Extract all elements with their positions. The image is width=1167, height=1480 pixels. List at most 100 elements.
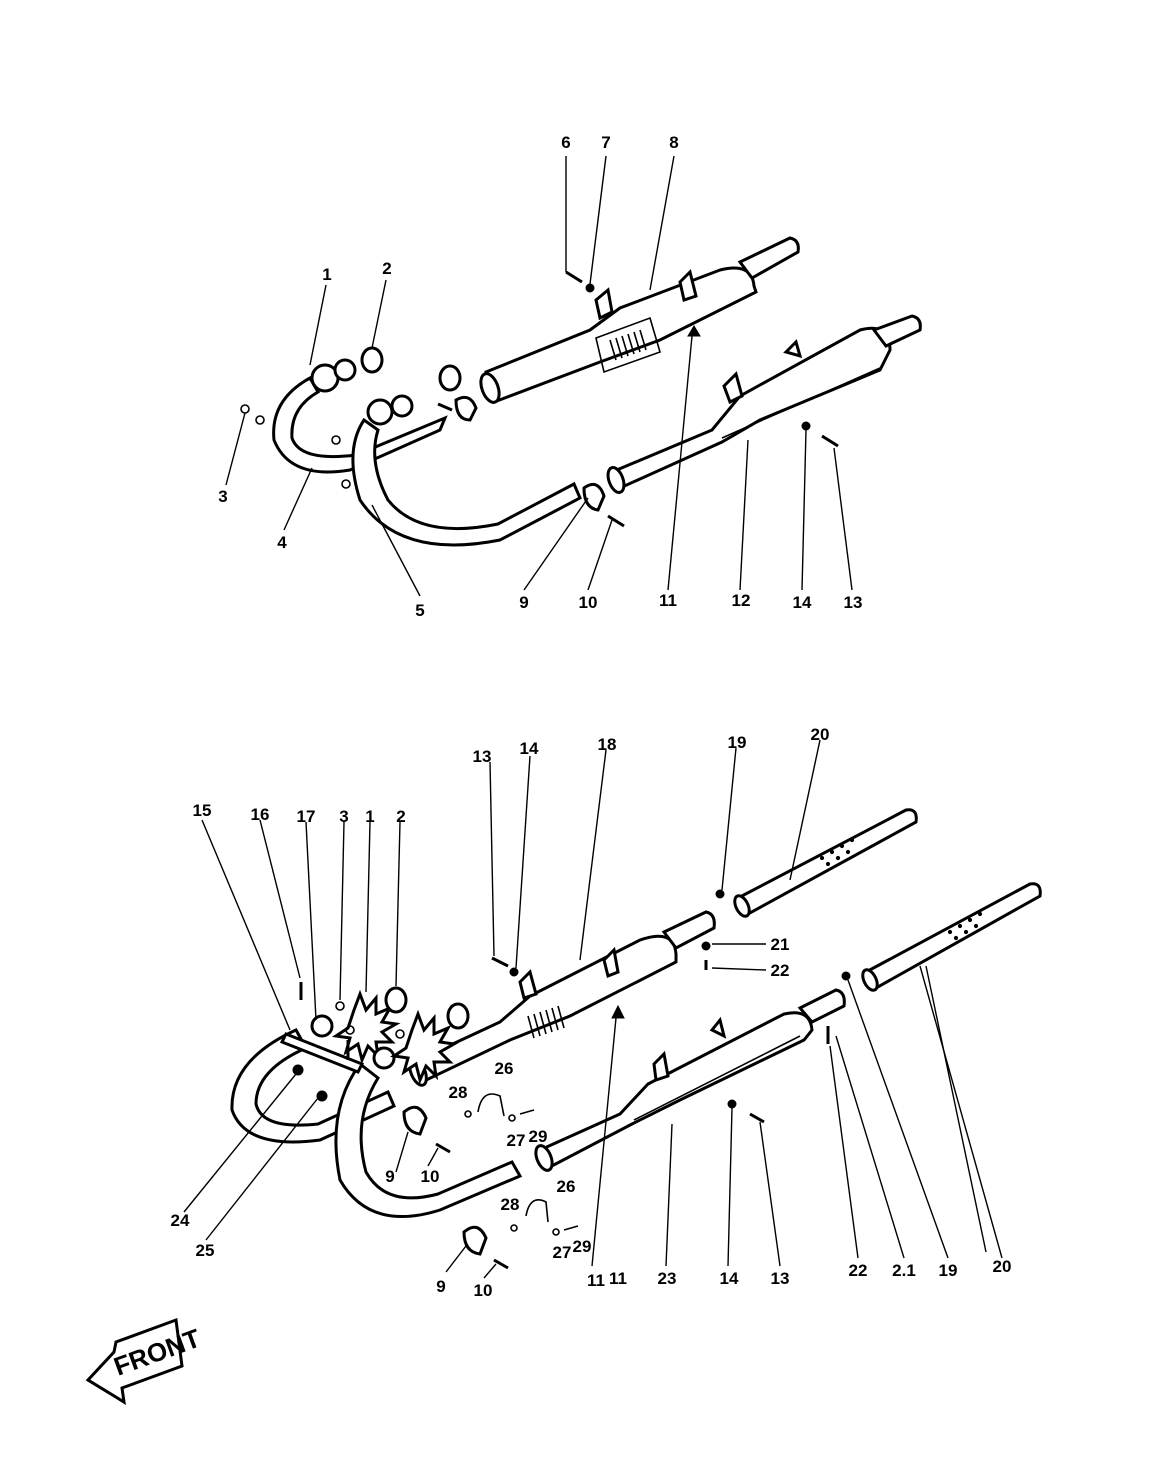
callout-14-lower-a: 14 [520,739,539,758]
callout-23: 23 [658,1269,677,1288]
callout-18: 18 [598,735,617,754]
callout-9-lower-b: 9 [436,1277,445,1296]
callout-13-lower-b: 13 [771,1269,790,1288]
pipe-flange-1 [310,358,357,393]
callout-11-lower-a: 11 [587,1271,605,1290]
callout-21: 21 [771,935,790,954]
washer-14-upper [801,421,811,431]
callout-25: 25 [196,1241,215,1260]
callout-11: 11 [659,591,677,610]
callout-8: 8 [669,133,678,152]
callout-29-b: 29 [573,1237,592,1256]
callout-20-lower: 20 [993,1257,1012,1276]
callout-5: 5 [415,601,424,620]
gasket-lower-b [446,1002,470,1030]
callout-10-lower-a: 10 [421,1167,440,1186]
callout-10: 10 [579,593,598,612]
lower-leader-lines [183,739,1003,1279]
muffler-heat-fins [609,329,647,361]
clamp-9-upper-b [582,482,606,512]
strap-26-a [477,1093,505,1117]
head-pipe-5 [351,417,582,547]
muffler-lower-rear [408,910,716,1087]
nut-19-lower [841,971,851,981]
callout-4: 4 [277,533,287,552]
callout-15: 15 [193,801,212,820]
bolt-10-lower-a [435,1142,451,1154]
washer-7 [585,283,595,293]
callout-28-b: 28 [501,1195,520,1214]
bolt-13-upper [821,434,839,448]
washer-14-lower-b [727,1099,737,1109]
callout-29-a: 29 [529,1127,548,1146]
cross-bracket [279,1032,365,1074]
callout-10-lower-b: 10 [474,1281,493,1300]
callout-11-lower-b: 11 [609,1269,627,1288]
muffler-upper-rear [479,236,800,404]
bolt-10-lower-b [493,1258,509,1270]
muffler-lower-front [534,988,846,1172]
tail-pipe-20-lower [861,882,1042,992]
clamp-9-upper-a [454,395,478,422]
strap-26-b [525,1199,549,1223]
callout-14-lower-b: 14 [720,1269,739,1288]
head-pipe-lower-b [334,1061,523,1218]
callout-26-a: 26 [495,1059,514,1078]
clamp-9-lower-b [462,1225,488,1256]
callout-20-upper: 20 [811,725,830,744]
gasket-lower-a [384,986,408,1014]
callout-7: 7 [601,133,610,152]
bolt-10-upper [607,514,625,528]
callout-22-upper: 22 [771,961,790,980]
callout-2: 2 [382,259,391,278]
washer-21 [701,941,711,951]
nut-3 [240,404,250,414]
upper-callouts: 1 2 3 4 5 6 7 8 9 10 11 12 13 14 [218,133,862,620]
callout-2-1: 2.1 [892,1261,916,1280]
muffler-lower-heat-fins [527,1005,565,1039]
upper-leader-lines [225,155,853,597]
callout-24: 24 [171,1211,190,1230]
callout-1: 1 [322,265,331,284]
callout-3-lower: 3 [339,807,348,826]
callout-3: 3 [218,487,227,506]
callout-19-upper: 19 [728,733,747,752]
callout-6: 6 [561,133,570,152]
callout-17: 17 [297,807,316,826]
callout-28-a: 28 [449,1083,468,1102]
nut-24 [292,1064,304,1076]
callout-16: 16 [251,805,270,824]
callout-9: 9 [519,593,528,612]
finned-flange-b [372,1009,459,1085]
front-direction-arrow: FRONT [85,1317,204,1405]
nut-11-lower-a [611,1004,625,1019]
callout-22-lower: 22 [849,1261,868,1280]
callout-26-b: 26 [557,1177,576,1196]
gasket-2 [360,346,384,374]
pipe-flange-5 [366,394,414,426]
callout-13: 13 [844,593,863,612]
head-pipe-4 [272,375,448,474]
bolt-13-lower-a [491,956,509,968]
bolt-13-lower-b [749,1112,765,1124]
bolt-6 [565,270,583,284]
callout-27-a: 27 [507,1131,526,1150]
callout-27-b: 27 [553,1243,572,1262]
tail-pipe-20-upper [733,808,918,918]
upper-exhaust-assembly: 1 2 3 4 5 6 7 8 9 10 11 12 13 14 [218,133,922,620]
callout-9-lower-a: 9 [385,1167,394,1186]
callout-14: 14 [793,593,812,612]
callout-12: 12 [732,591,751,610]
nut-11-upper [687,325,701,337]
callout-13-lower-a: 13 [473,747,492,766]
callout-19-lower: 19 [939,1261,958,1280]
gasket-upper-b [438,364,462,392]
nut-19-upper [715,889,725,899]
lower-exhaust-assembly: 1 2 3 9 10 9 10 11 11 13 14 13 14 15 16 … [171,725,1042,1300]
washer-14-lower-a [509,967,519,977]
callout-1-lower: 1 [365,807,374,826]
lower-callouts: 1 2 3 9 10 9 10 11 11 13 14 13 14 15 16 … [171,725,1012,1300]
callout-2-lower: 2 [396,807,405,826]
clamp-9-lower-a [402,1105,428,1136]
